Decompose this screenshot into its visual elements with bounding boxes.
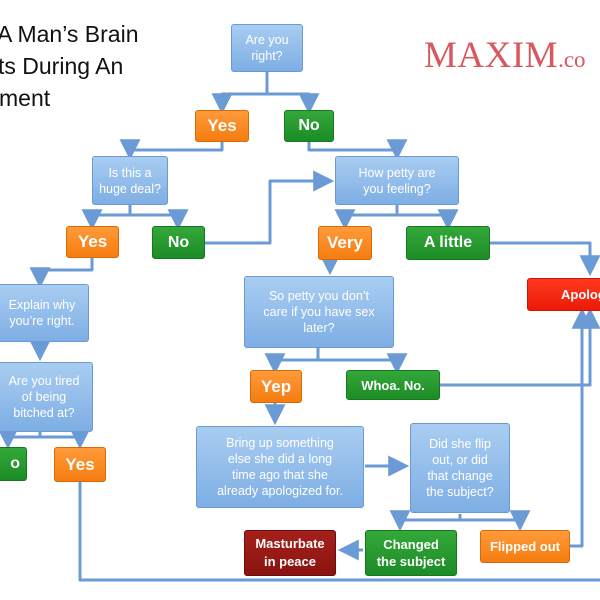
connector-right-no (267, 92, 320, 115)
connector-yes3-loop (78, 482, 600, 582)
connector-sopetty-yep (264, 348, 320, 375)
logo-suffix: .co (558, 47, 586, 72)
node-explain: Explain why you’re right. (0, 284, 89, 342)
connector-yes2-explain (29, 258, 94, 289)
node-changed-subject: Changed the subject (365, 530, 457, 576)
node-no-3: o (0, 447, 27, 481)
node-a-little: A little (406, 226, 490, 260)
connector-flip-changed (389, 510, 462, 532)
title-line-3: ment (0, 85, 51, 111)
connector-yes-hugedeal (119, 139, 224, 161)
node-yes-2: Yes (66, 226, 119, 258)
node-yep: Yep (250, 370, 302, 403)
node-bring-up: Bring up something else she did a long t… (196, 426, 364, 508)
connector-alittle-apologize (490, 241, 600, 277)
node-whoa-no: Whoa. No. (346, 370, 440, 400)
title-line-2: ts During An (0, 53, 124, 79)
connector-tired-no (0, 428, 42, 450)
node-huge-deal: Is this a huge deal? (92, 156, 168, 205)
connector-sopetty-whoa (318, 353, 408, 375)
connector-flipped-apologize (570, 307, 593, 548)
connector-no-petty (307, 139, 408, 161)
connector-right-yes (211, 72, 269, 115)
title-line-1: A Man’s Brain (0, 21, 139, 47)
connector-tired-yes (40, 428, 91, 450)
maxim-logo: MAXIM.co (424, 34, 586, 77)
node-how-petty: How petty are you feeling? (335, 156, 459, 205)
node-tired: Are you tired of being bitched at? (0, 362, 93, 432)
node-did-she-flip: Did she flip out, or did that change the… (410, 423, 510, 513)
connector-flip-flipped (460, 510, 531, 532)
node-apologize: Apolog (527, 278, 600, 311)
node-so-petty: So petty you don’t care if you have sex … (244, 276, 394, 348)
connector-petty-alittle (397, 209, 459, 231)
node-are-you-right: Are you right? (231, 24, 303, 72)
node-no-1: No (284, 110, 334, 142)
connector-petty-very (334, 205, 399, 231)
node-very: Very (318, 226, 372, 260)
connector-hugedeal-no (130, 209, 189, 231)
logo-main: MAXIM (424, 35, 559, 76)
node-masturbate: Masturbate in peace (244, 530, 336, 576)
node-no-2: No (152, 226, 205, 259)
node-yes-1: Yes (195, 110, 249, 142)
connector-hugedeal-yes (81, 205, 132, 231)
connector-no2-petty (205, 170, 335, 245)
connector-whoa-apologize (440, 307, 600, 387)
node-yes-3: Yes (54, 447, 106, 482)
node-flipped-out: Flipped out (480, 530, 570, 563)
chart-title: A Man’s Brain ts During An ment (0, 18, 138, 114)
